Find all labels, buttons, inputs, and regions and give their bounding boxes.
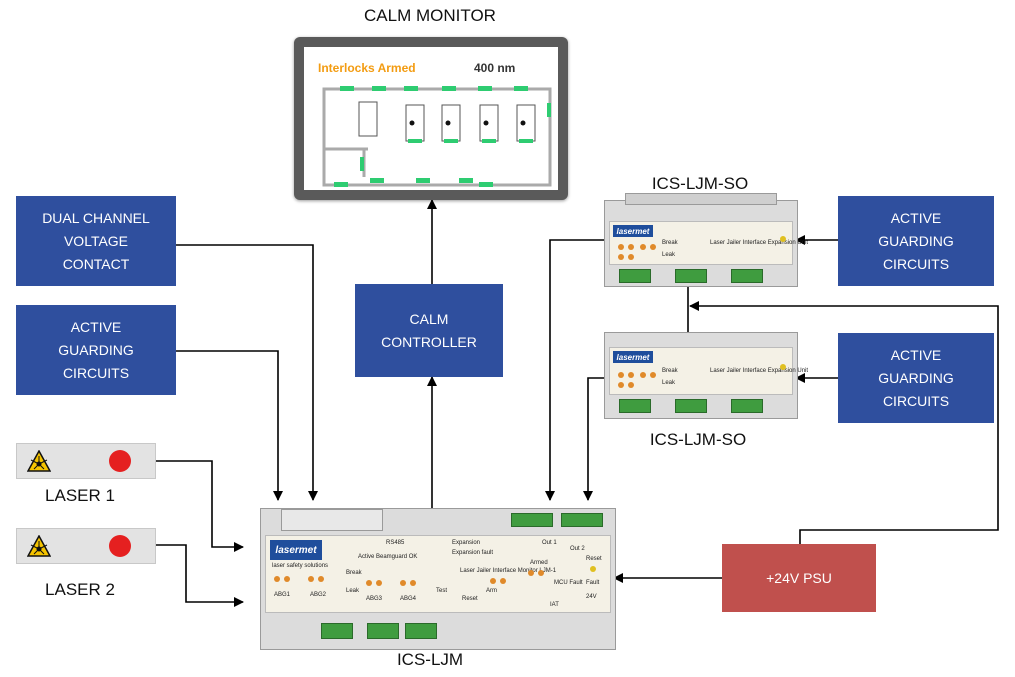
laser-warning-icon [27, 450, 51, 472]
ljm-bottom-terminal-3 [405, 623, 437, 639]
active-guarding-left-line1: ACTIVE [70, 318, 122, 335]
so-bottom-leak: Leak [662, 380, 676, 386]
laser2-label: LASER 2 [45, 580, 115, 599]
psu-box: +24V PSU [722, 544, 876, 612]
ljm-leak: Leak [346, 588, 360, 594]
ics-ljm-module: lasermet laser safety solutions RS485 Ex… [260, 508, 616, 650]
ljm-top-block [281, 509, 383, 531]
ljm-test: Test [436, 588, 448, 594]
so-top-terminal-1 [619, 269, 651, 283]
dual-channel-line1: DUAL CHANNEL [42, 209, 150, 226]
ljm-panel: lasermet laser safety solutions RS485 Ex… [265, 535, 611, 613]
so-top-title: Laser Jailer Interface Expansion Unit [710, 240, 809, 246]
ljm-abg2: ABG2 [310, 592, 327, 598]
ljm-iat: IAT [550, 602, 559, 608]
active-guarding-left-box: ACTIVE GUARDING CIRCUITS [16, 305, 176, 395]
dual-channel-voltage-contact-box: DUAL CHANNEL VOLTAGE CONTACT [16, 196, 176, 286]
ljm-out1: Out 1 [542, 540, 557, 546]
so-top-terminal-3 [731, 269, 763, 283]
so-bottom-panel: lasermet Laser Jailer Interface Expansio… [609, 347, 808, 395]
so-top-terminal-2 [675, 269, 707, 283]
arrow-psu-to-so [689, 301, 999, 544]
ljm-title: Laser Jailer Interface Monitor LJM-1 [460, 568, 557, 574]
laser-warning-icon [27, 535, 51, 557]
active-guarding-tr-line3: CIRCUITS [882, 255, 950, 272]
dual-channel-line3: CONTACT [62, 255, 130, 272]
laser1-label: LASER 1 [45, 486, 115, 505]
calm-controller-line1: CALM [409, 310, 449, 327]
calm-monitor-label: CALM MONITOR [364, 6, 496, 25]
ljm-abg3: ABG3 [366, 596, 383, 602]
ljm-active-beamguard: Active Beamguard OK [358, 554, 418, 560]
ljm-mcu-fault: MCU Fault [554, 580, 583, 586]
so-top-rail [625, 193, 777, 205]
active-guarding-br-line1: ACTIVE [890, 346, 942, 363]
arrow-laser1-to-ljm [156, 460, 244, 552]
ics-ljm-so-bottom-label: ICS-LJM-SO [649, 430, 747, 449]
ljm-abg4: ABG4 [400, 596, 417, 602]
active-guarding-bottom-right-box: ACTIVE GUARDING CIRCUITS [838, 333, 994, 423]
calm-monitor: Interlocks Armed 400 nm [294, 37, 568, 200]
ics-ljm-so-bottom-module: lasermet Laser Jailer Interface Expansio… [604, 332, 808, 419]
active-guarding-br-line2: GUARDING [878, 369, 954, 386]
dual-channel-line2: VOLTAGE [63, 232, 129, 249]
so-bottom-terminal-2 [675, 399, 707, 413]
floor-plan [322, 86, 552, 187]
arrow-so-top-to-ljm [545, 239, 604, 501]
ljm-logo: lasermet [270, 540, 322, 560]
so-bottom-terminal-1 [619, 399, 651, 413]
ljm-out2: Out 2 [570, 546, 585, 552]
monitor-screen: Interlocks Armed 400 nm [304, 47, 558, 190]
ljm-arm: Arm [486, 588, 497, 594]
active-guarding-br-line3: CIRCUITS [882, 392, 950, 409]
arrow-guarding-left-to-ljm [176, 350, 283, 501]
ljm-top-terminal-2 [561, 513, 603, 527]
ljm-rs485: RS485 [386, 540, 405, 546]
active-guarding-left-line2: GUARDING [58, 341, 134, 358]
ics-ljm-label: ICS-LJM [396, 650, 464, 669]
so-bottom-logo: lasermet [613, 351, 653, 363]
ljm-expansion: Expansion [452, 540, 481, 546]
arrow-so-bottom-to-ljm [583, 377, 604, 501]
laser1-indicator [109, 450, 131, 472]
screen-status-title: Interlocks Armed [318, 61, 416, 75]
ljm-reset-top: Reset [586, 556, 602, 562]
ics-ljm-so-top-module: lasermet Laser Jailer Interface Expansio… [604, 193, 808, 287]
calm-controller-box: CALM CONTROLLER [355, 284, 503, 377]
laser1-tag [16, 443, 156, 479]
screen-wavelength: 400 nm [474, 61, 516, 75]
so-top-leak: Leak [662, 252, 676, 258]
ljm-armed: Armed [530, 560, 548, 566]
ljm-reset: Reset [462, 596, 478, 602]
so-top-logo: lasermet [613, 225, 653, 237]
ljm-break: Break [346, 570, 362, 576]
ljm-top-terminal-1 [511, 513, 553, 527]
ics-ljm-so-top-label: ICS-LJM-SO [651, 174, 749, 193]
laser2-indicator [109, 535, 131, 557]
ljm-expansion-fault: Expansion fault [452, 550, 494, 556]
arrow-laser2-to-ljm [156, 544, 244, 607]
so-bottom-terminal-3 [731, 399, 763, 413]
arrow-dual-channel-to-ljm [176, 244, 318, 501]
ljm-abg1: ABG1 [274, 592, 291, 598]
ljm-bottom-terminal-2 [367, 623, 399, 639]
so-bottom-break: Break [662, 368, 678, 374]
active-guarding-top-right-box: ACTIVE GUARDING CIRCUITS [838, 196, 994, 286]
laser2-tag [16, 528, 156, 564]
ljm-tagline: laser safety solutions [272, 563, 329, 569]
calm-controller-line2: CONTROLLER [381, 333, 477, 350]
ljm-bottom-terminal-1 [321, 623, 353, 639]
so-top-break: Break [662, 240, 678, 246]
ljm-24v: 24V [586, 594, 597, 600]
active-guarding-left-line3: CIRCUITS [62, 364, 130, 381]
active-guarding-tr-line1: ACTIVE [890, 209, 942, 226]
so-top-panel: lasermet Laser Jailer Interface Expansio… [609, 221, 808, 265]
so-bottom-title: Laser Jailer Interface Expansion Unit [710, 368, 809, 374]
active-guarding-tr-line2: GUARDING [878, 232, 954, 249]
ljm-fault: Fault [586, 580, 600, 586]
